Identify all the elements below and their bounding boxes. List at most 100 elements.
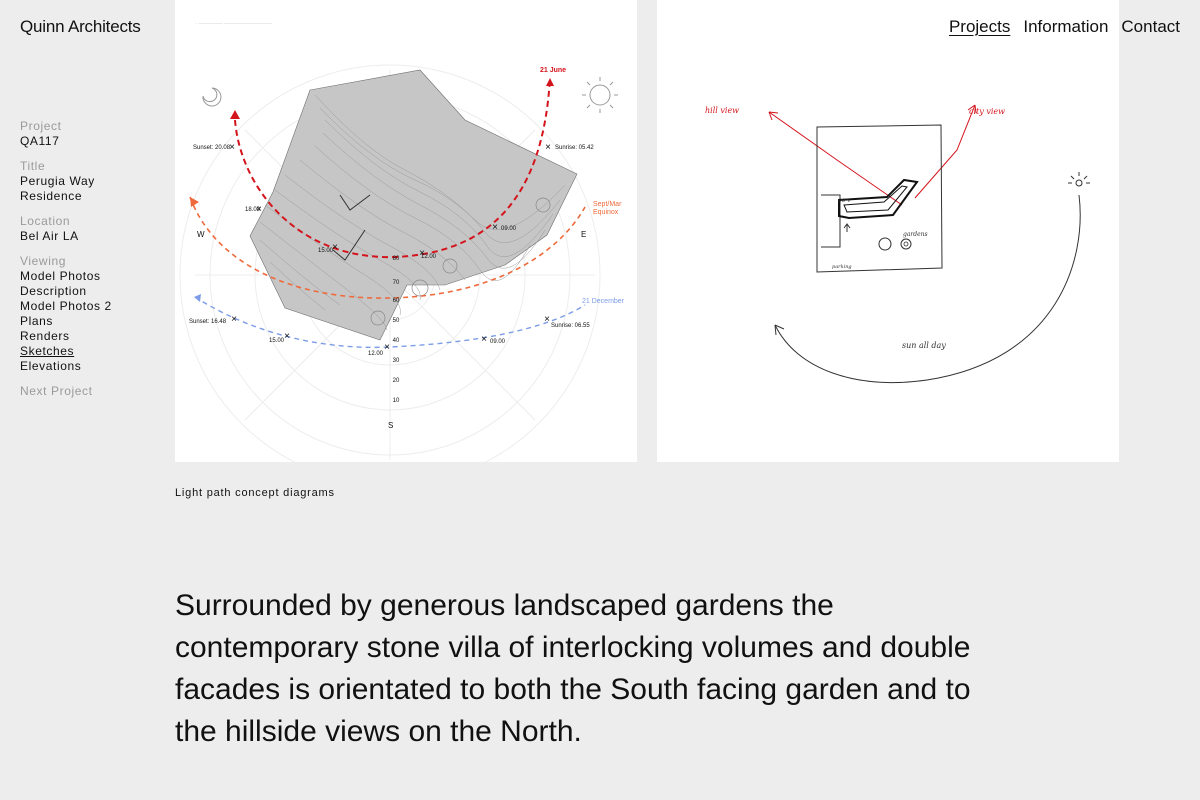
altitude-label: 10 [393,398,400,404]
city-view-note: city view [969,107,1005,116]
sun-path-svg: · ———— ———————— [179,21,625,462]
sun-icon [582,77,618,113]
altitude-label: 60 [393,298,400,304]
compass-west: W [197,230,205,239]
contour-lines [259,94,566,331]
june-sun-path [234,77,551,259]
project-label: Project [20,119,62,133]
viewing-item-elevations[interactable]: Elevations [20,359,82,373]
december-15-label: 15.00 [269,338,285,344]
june-18-label: 18.00 [245,207,261,213]
sun-path-sketch [774,194,1081,383]
viewing-item-sketches[interactable]: Sketches [20,344,75,358]
title-value-line-2: Residence [20,189,83,203]
viewing-item-model-photos[interactable]: Model Photos [20,269,101,283]
project-sidebar: Project QA117 Title Perugia Way Residenc… [20,119,160,399]
tree-symbol [370,310,386,326]
nav-contact[interactable]: Contact [1121,17,1180,36]
december-path-arrowhead [194,294,201,302]
svg-text:×: × [284,331,290,342]
sun-path-diagram[interactable]: · ———— ———————— [175,0,637,462]
svg-text:×: × [481,334,487,345]
viewing-item-plans[interactable]: Plans [20,314,54,328]
june-15-label: 15.00 [318,248,334,254]
viewing-item-description[interactable]: Description [20,284,87,298]
path-markers: × × × × × × × × × × × [229,142,551,353]
tree-symbol [903,241,909,247]
project-description: Surrounded by generous landscaped garden… [175,589,971,748]
building-footprint [332,194,371,261]
parking-note: parking [832,264,852,270]
svg-text:×: × [332,242,338,253]
altitude-scale: 80 70 60 50 40 30 20 10 [393,256,400,404]
svg-text:×: × [544,314,550,325]
brand-logo[interactable]: Quinn Architects [20,17,141,36]
label-equinox: Equinox [593,209,619,216]
december-12-label: 12.00 [368,351,384,357]
nav-projects[interactable]: Projects [948,17,1011,36]
june-sunrise-label: Sunrise: 05.42 [555,145,594,151]
altitude-label: 80 [393,256,400,262]
sun-all-day-note: sun all day [902,341,946,350]
viewing-label: Viewing [20,254,67,268]
view-arrows [768,104,977,206]
tree-symbol [442,258,458,274]
sun-path-arrowhead [774,324,785,336]
label-sept-mar: Sept/Mar [593,201,622,208]
tree-symbol [411,279,429,297]
equinox-path-arrowhead [190,197,199,207]
tree-symbol [535,197,551,213]
site-boundary [816,124,943,273]
altitude-label: 40 [393,338,400,344]
site-sketch[interactable]: hill view city view oo∿ gardens parking … [657,0,1119,462]
entry-arrow-icon [843,223,851,232]
svg-text:×: × [256,204,262,215]
compass-south: S [388,421,393,430]
june-12-label: 12.00 [421,254,437,260]
topography-site-map [249,69,578,341]
june-path-arrowhead [230,110,240,119]
title-value-line-1: Perugia Way [20,174,95,188]
june-09-label: 09.00 [501,226,517,232]
top-nav: Projects Information Contact [949,17,1180,37]
altitude-label: 70 [393,280,400,286]
time-labels: Sunset: 20.08 Sunrise: 05.42 18.00 15.00… [189,145,594,357]
faint-header-text: · ———— ———————— [195,21,272,27]
altitude-label: 20 [393,378,400,384]
hill-view-note: hill view [705,106,739,115]
viewing-item-model-photos-2[interactable]: Model Photos 2 [20,299,112,313]
altitude-label: 30 [393,358,400,364]
altitude-label: 50 [393,318,400,324]
label-21-december: 21 December [582,298,625,305]
tree-symbol [878,237,892,251]
june-path-arrowhead [546,78,554,86]
sun-icon [1068,172,1090,187]
svg-text:×: × [419,248,425,259]
tree-symbol [900,238,912,250]
viewing-item-renders[interactable]: Renders [20,329,70,343]
location-value: Bel Air LA [20,229,79,243]
room-note: oo∿ [838,197,850,204]
image-caption: Light path concept diagrams [175,487,335,499]
equinox-sun-path [189,196,586,299]
svg-text:×: × [545,142,551,153]
svg-text:×: × [384,342,390,353]
december-sunset-label: Sunset: 16.48 [189,319,227,325]
compass-east: E [581,230,586,239]
svg-text:×: × [492,222,498,233]
site-sketch-svg: hill view city view oo∿ gardens parking … [705,104,1090,383]
gardens-note: gardens [903,231,928,238]
december-sunrise-label: Sunrise: 06.55 [551,323,590,329]
next-project-link[interactable]: Next Project [20,384,93,398]
title-label: Title [20,159,46,173]
june-sunset-label: Sunset: 20.08 [193,145,231,151]
december-sun-path [194,296,586,349]
svg-text:×: × [229,142,235,153]
nav-information[interactable]: Information [1023,17,1109,36]
svg-text:×: × [231,314,237,325]
label-21-june: 21 June [540,67,566,74]
moon-icon [202,87,222,107]
december-09-label: 09.00 [490,339,506,345]
house-outline [838,178,919,220]
project-value: QA117 [20,134,60,148]
